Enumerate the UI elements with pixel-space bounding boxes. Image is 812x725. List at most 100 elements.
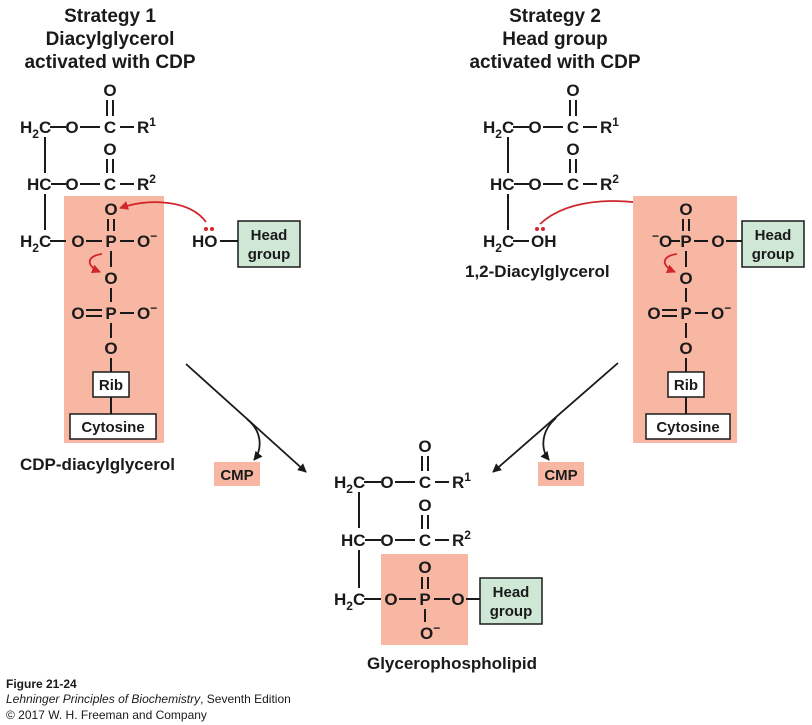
carbonyl-carbon-2-product: C [419, 531, 431, 550]
cdp-highlight [64, 196, 164, 443]
strategy1-title: Strategy 1 [64, 6, 156, 27]
phosphoester-oxygen-2-product: O [451, 590, 464, 609]
head-group-line1-s2: Head [755, 227, 792, 244]
carbonyl-oxygen: O [103, 81, 116, 100]
carbonyl-carbon-2: C [104, 175, 116, 194]
ribose-oxygen: O [104, 339, 117, 358]
carbonyl-carbon-product: C [419, 473, 431, 492]
head-group-box-1 [237, 220, 301, 268]
phosphate-o-minus-s2: −O [652, 229, 672, 251]
r1-group: R1 [137, 115, 156, 137]
cytosine-box-s2 [645, 413, 731, 440]
ester-oxygen: O [65, 118, 78, 137]
ch2-top: H2C [20, 118, 51, 141]
ester-oxygen-product: O [380, 473, 393, 492]
cmp-label-right: CMP [544, 467, 577, 484]
strategy2-subtitle: Head group [502, 29, 608, 50]
ester-oxygen-2-s2: O [528, 175, 541, 194]
carbonyl-oxygen-2-s2: O [566, 140, 579, 159]
phosphorus-product: P [419, 590, 430, 609]
carbonyl-oxygen-s2: O [566, 81, 579, 100]
phosphate-o-minus: O− [137, 229, 157, 251]
r2-group-s2: R2 [600, 172, 619, 194]
head-group-line2-s2: group [752, 246, 795, 263]
phosphate-o-minus-product: O− [420, 621, 440, 643]
ester-oxygen-2: O [65, 175, 78, 194]
phosphoryl-oxygen-2: O [71, 304, 84, 323]
phosphate-o-minus-2: O− [137, 301, 157, 323]
hydroxyl-label: HO [192, 232, 218, 251]
diacylglycerol-structure: H2C O C O R1 HC O C O R2 H2C OH 1,2-Diac… [465, 81, 677, 281]
nucleophilic-attack-arrow [119, 201, 207, 223]
bridging-oxygen: O [104, 269, 117, 288]
book-title: Lehninger Principles of Biochemistry, Se… [6, 692, 291, 706]
head-group-box-2 [741, 220, 805, 268]
rib-label: Rib [99, 377, 123, 394]
leaving-group-arrow [88, 253, 103, 273]
ch2-bottom-s2: H2C [483, 232, 514, 255]
strategy1-subtitle: Diacylglycerol [46, 29, 175, 50]
head-group-line1-product: Head [493, 584, 530, 601]
phosphate-highlight-product [381, 554, 468, 645]
hydroxyl-s2: OH [531, 232, 557, 251]
carbonyl-carbon-s2: C [567, 118, 579, 137]
copyright: © 2017 W. H. Freeman and Company [6, 708, 207, 722]
ch2-bottom-product: H2C [334, 590, 365, 613]
head-group-line2: group [248, 246, 291, 263]
r1-group-product: R1 [452, 470, 471, 492]
ribose-oxygen-s2: O [679, 339, 692, 358]
phosphoryl-oxygen-product: O [418, 558, 431, 577]
ester-oxygen-2-product: O [380, 531, 393, 550]
figure-number: Figure 21-24 [6, 677, 77, 691]
ester-oxygen-s2: O [528, 118, 541, 137]
phosphoryl-oxygen: O [104, 200, 117, 219]
glycerophospholipid-structure: H2C O C O R1 HC O C O R2 H2C O P O O O− … [334, 437, 543, 645]
reaction-arrow-left [185, 363, 307, 473]
head-group-box-product [479, 577, 543, 625]
head-group-line1: Head [251, 227, 288, 244]
phosphorus-beta-s2: P [680, 304, 691, 323]
ch-middle-s2: HC [490, 175, 515, 194]
phosphoryl-oxygen-2-s2: O [647, 304, 660, 323]
phosphorus-beta: P [105, 304, 116, 323]
cdp-diacylglycerol-structure: H2C O C O R1 HC O C O R2 H2C O P O O− O [20, 81, 207, 443]
carbonyl-carbon: C [104, 118, 116, 137]
cmp-box-right [538, 462, 584, 486]
carbonyl-oxygen-product: O [418, 437, 431, 456]
carbonyl-carbon-2-s2: C [567, 175, 579, 194]
ch-middle-product: HC [341, 531, 366, 550]
cytosine-label-s2: Cytosine [656, 419, 719, 436]
cdp-head-group-structure: −O P O O Head group O O P O− O Rib Cytos… [633, 196, 805, 443]
cmp-label-left: CMP [220, 467, 253, 484]
head-group-line2-product: group [490, 603, 533, 620]
ch2-bottom: H2C [20, 232, 51, 255]
cmp-release-arrow-right [540, 417, 557, 461]
cmp-box-left [214, 462, 260, 486]
phosphoester-oxygen-s2: O [711, 232, 724, 251]
strategy2-subtitle2: activated with CDP [469, 52, 640, 73]
r1-group-s2: R1 [600, 115, 619, 137]
strategy1-subtitle2: activated with CDP [24, 52, 195, 73]
rib-box [92, 371, 130, 398]
diacylglycerol-label: 1,2-Diacylglycerol [465, 262, 610, 281]
cytosine-label: Cytosine [81, 419, 144, 436]
phosphorus-alpha: P [105, 232, 116, 251]
leaving-group-arrow-s2 [663, 253, 678, 273]
rib-label-s2: Rib [674, 377, 698, 394]
r2-group-product: R2 [452, 528, 471, 550]
phosphorus-alpha-s2: P [680, 232, 691, 251]
phosphoryl-oxygen-s2: O [679, 200, 692, 219]
r2-group: R2 [137, 172, 156, 194]
cmp-release-arrow-left [246, 418, 263, 461]
carbonyl-oxygen-2: O [103, 140, 116, 159]
phosphoester-oxygen: O [71, 232, 84, 251]
ch-middle: HC [27, 175, 52, 194]
cdp-diacylglycerol-label: CDP-diacylglycerol [20, 455, 175, 474]
phosphoester-oxygen-product: O [384, 590, 397, 609]
cytosine-box [69, 413, 157, 440]
bridging-oxygen-s2: O [679, 269, 692, 288]
head-group-alcohol: HO Head group [192, 220, 301, 268]
ch2-top-s2: H2C [483, 118, 514, 141]
